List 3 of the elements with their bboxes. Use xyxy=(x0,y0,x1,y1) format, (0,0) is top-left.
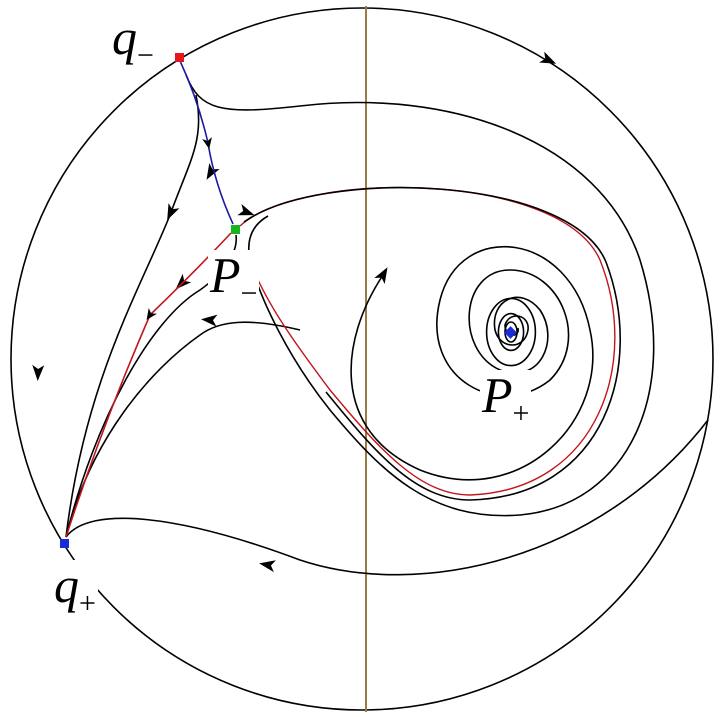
square-point-marker xyxy=(230,224,240,234)
square-point-marker xyxy=(174,52,184,62)
square-point-marker xyxy=(60,538,68,548)
